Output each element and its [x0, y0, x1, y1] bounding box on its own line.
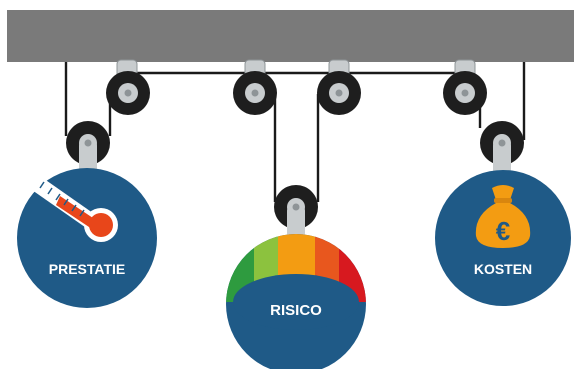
- top-pulley-4: [443, 71, 487, 115]
- risk-gauge: [226, 234, 366, 330]
- pulley-risico: [274, 185, 318, 239]
- weight-prestatie: PRESTATIE: [17, 168, 157, 308]
- pulley-kosten: [480, 121, 524, 176]
- weight-risico: RISICO: [226, 234, 366, 374]
- top-pulley-2: [233, 71, 277, 115]
- svg-text:€: €: [496, 216, 510, 246]
- pulley-mounts: [116, 59, 476, 95]
- top-pulley-3: [317, 71, 361, 115]
- label-risico: RISICO: [270, 302, 322, 319]
- thermometer-icon: [32, 176, 118, 242]
- euro-money-bag-icon: €: [475, 185, 531, 248]
- pulley-prestatie: [66, 121, 110, 176]
- ceiling-bar: [7, 10, 574, 62]
- top-pulley-1: [106, 71, 150, 115]
- weight-kosten: € KOSTEN: [435, 170, 571, 306]
- label-kosten: KOSTEN: [474, 261, 532, 277]
- label-prestatie: PRESTATIE: [49, 261, 126, 277]
